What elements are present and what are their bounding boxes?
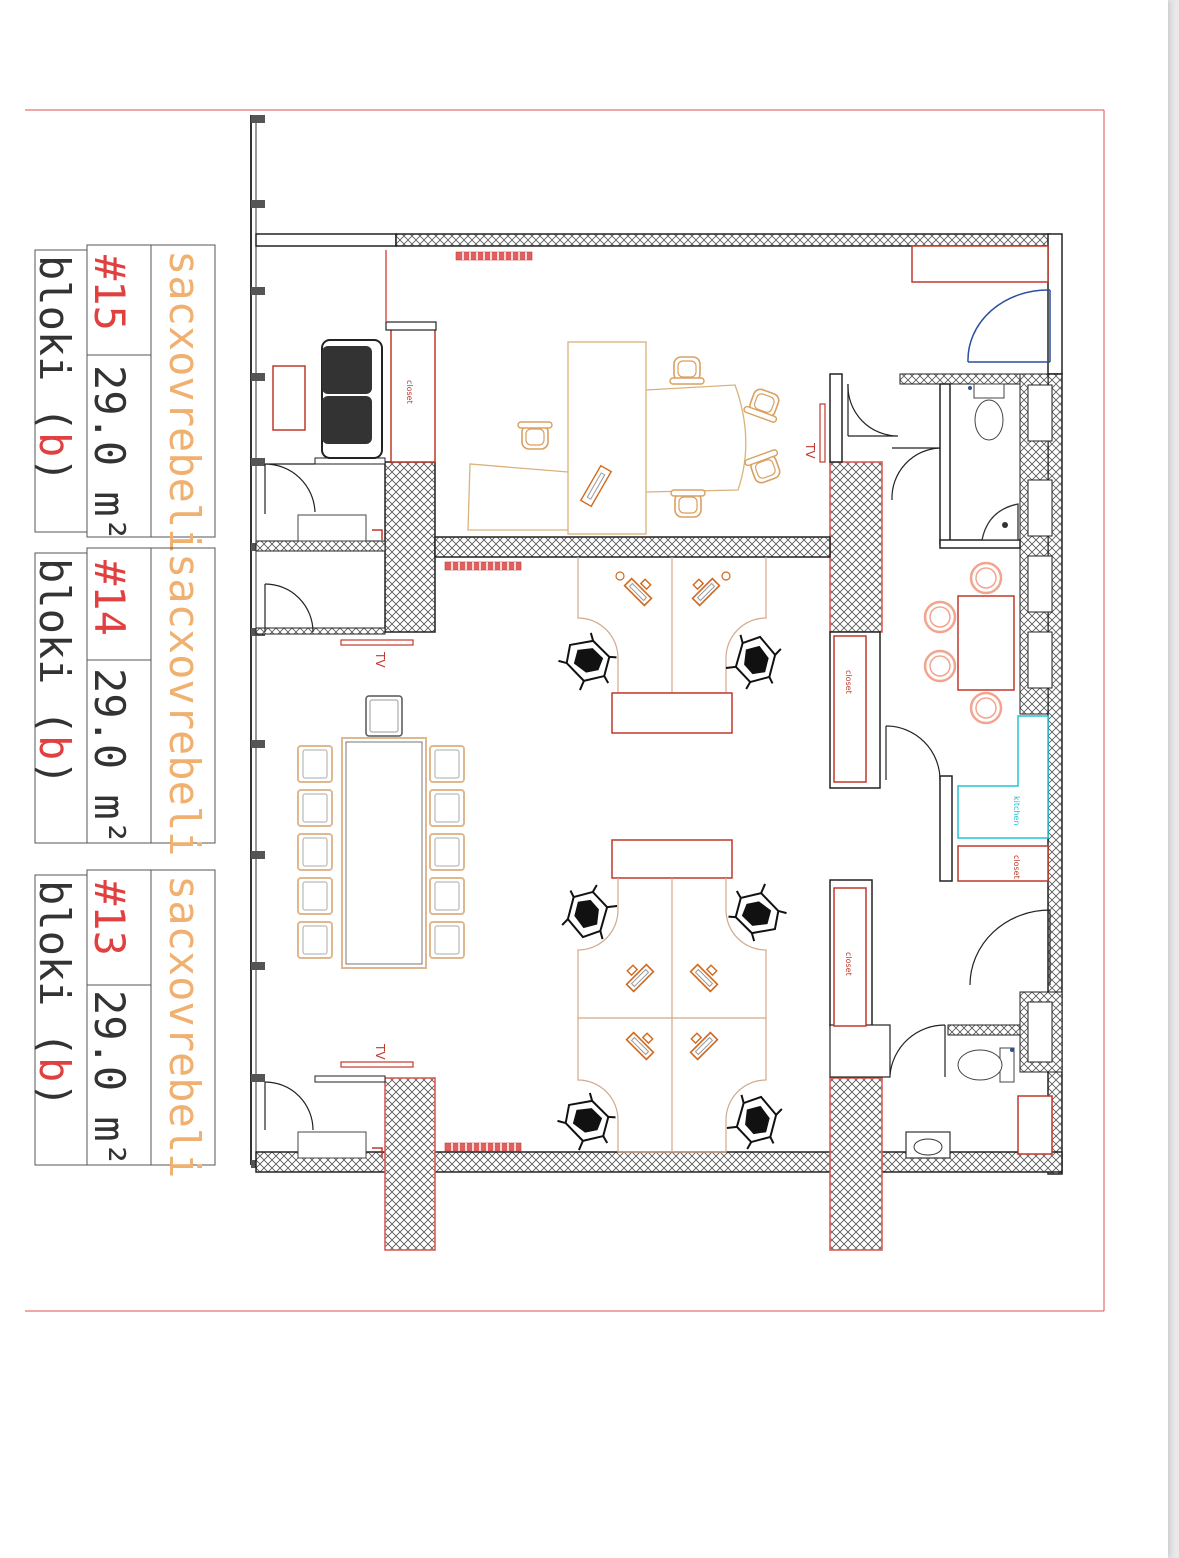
title-status-15: sacxovrebeli [160,250,209,553]
radiator-mid [444,561,522,571]
office-chair [718,874,792,948]
title-status-14: sacxovrebeli [160,553,209,856]
side-table [272,365,306,431]
kitchen-label: kitchen [1012,796,1021,825]
bath-cabinet [1017,1095,1053,1155]
filing-cabinet [611,839,733,879]
guest-chair [670,489,706,518]
cabinet [297,1131,367,1159]
office-chair [717,626,791,700]
guest-chair [742,385,786,424]
tv-director [819,403,826,463]
closet-kitchen [957,845,1049,882]
dining-table [957,595,1015,691]
office-chair [552,1086,626,1160]
monitor [689,957,725,993]
office-chair [552,874,626,948]
bathroom-bottom [905,1047,1053,1159]
meeting-chair-top [365,695,403,737]
cabinet-top-right [911,245,1049,283]
closet-label-hall-top: closet [844,670,853,694]
title-area-15: 29.0 m² [85,365,134,542]
title-block-13: sacxovrebeli #13 29.0 m² bloki (b) [30,869,216,1178]
computer [579,464,613,508]
monitor [619,957,655,993]
monitor [625,1025,661,1061]
monitor [683,1025,719,1061]
toilet-bottom [957,1047,1015,1083]
sofa [321,339,383,459]
title-area-13: 29.0 m² [85,990,134,1167]
radiator-top [455,251,533,261]
title-apartment-14: bloki (b) [30,558,79,786]
monitor [685,571,721,607]
sink-bottom [905,1131,951,1159]
title-level-14: #14 [85,560,134,636]
radiator-bottom [444,1142,522,1152]
tv-meeting-top [340,639,414,646]
filing-cabinet [611,692,733,734]
executive-desk [467,341,747,535]
tv-label-meeting-bottom: TV [373,1043,387,1060]
director-office: TV closet [272,245,1049,542]
guest-chair [669,356,705,385]
title-level-15: #15 [85,255,134,331]
title-block-15: sacxovrebeli #15 29.0 m² bloki (b) [30,244,216,553]
walls [250,115,1063,1251]
meeting-room: TV TV [297,639,465,1159]
title-apartment-13: bloki (b) [30,880,79,1108]
title-level-13: #13 [85,880,134,956]
corner-sink [981,503,1019,541]
cabinet [297,514,367,542]
monitor [623,571,659,607]
sheet-border [25,109,1105,1312]
title-status-13: sacxovrebeli [160,875,209,1178]
title-apartment-15: bloki (b) [30,255,79,483]
tv-label-director: TV [803,442,817,459]
closet-label-kitchen: closet [1012,855,1021,879]
open-office-bottom [444,839,792,1160]
doors [264,289,1051,1131]
corridor-closets: closet closet [829,631,881,1027]
kitchen: kitchen closet [923,561,1049,882]
closet-hall-top [833,635,867,783]
closet-label-director: closet [405,380,414,404]
office-chair [718,1086,792,1160]
closet-label-hall-bottom: closet [844,952,853,976]
closet-hall-bottom [833,887,867,1027]
meeting-table [341,737,427,969]
office-chair [553,626,627,700]
toilet-top [968,383,1005,441]
tv-label-meeting-top: TV [373,651,387,668]
tv-meeting-bottom [340,1061,414,1068]
title-block-14: sacxovrebeli #14 29.0 m² bloki (b) [30,547,216,856]
bathroom-top [968,383,1019,541]
open-office-top [444,557,791,734]
guest-chair [743,448,787,487]
closet-director [390,324,436,463]
director-chair [517,421,553,450]
title-area-14: 29.0 m² [85,668,134,845]
kitchen-counter [957,715,1049,839]
